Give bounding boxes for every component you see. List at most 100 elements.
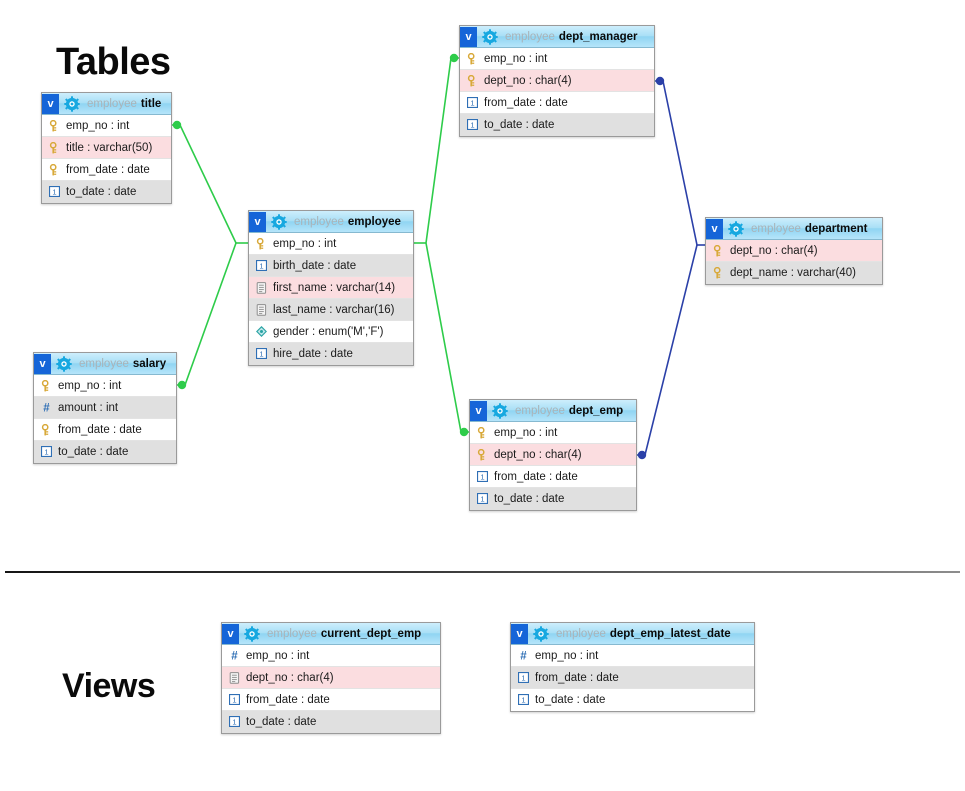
column-row[interactable]: first_name : varchar(14)	[249, 277, 413, 299]
column-label: from_date : date	[484, 96, 568, 109]
column-row[interactable]: dept_name : varchar(40)	[706, 262, 882, 284]
gear-icon	[492, 402, 508, 419]
schema-label: employee	[79, 357, 129, 370]
column-label: dept_name : varchar(40)	[730, 267, 856, 279]
connector-employee-dept_emp	[425, 242, 469, 433]
connector-department-dept_manager	[655, 80, 698, 246]
column-label: hire_date : date	[273, 348, 353, 360]
svg-text:1: 1	[259, 261, 263, 270]
column-row[interactable]: emp_no : int	[34, 375, 176, 397]
key-icon	[49, 163, 60, 176]
connector-department-dept_emp	[637, 244, 698, 456]
column-label: from_date : date	[535, 671, 619, 684]
column-row[interactable]: gender : enum('M','F')	[249, 321, 413, 343]
gear-icon	[533, 625, 549, 642]
entity-name-label: salary	[132, 357, 167, 370]
column-label: emp_no : int	[494, 426, 558, 439]
column-label: emp_no : int	[484, 52, 548, 65]
column-row[interactable]: dept_no : char(4)	[470, 444, 636, 466]
views-section-title: Views	[62, 666, 156, 705]
key-icon	[477, 448, 488, 461]
gear-icon	[244, 625, 260, 642]
column-row[interactable]: emp_no : int	[249, 233, 413, 255]
column-row[interactable]: 1 from_date : date	[511, 667, 754, 689]
column-row[interactable]: #emp_no : int	[511, 645, 754, 667]
column-row[interactable]: title : varchar(50)	[42, 137, 171, 159]
date-icon: 1	[41, 446, 52, 458]
date-icon: 1	[518, 671, 529, 684]
column-row[interactable]: from_date : date	[34, 419, 176, 441]
tables-section-title: Tables	[56, 41, 171, 84]
column-row[interactable]: emp_no : int	[470, 422, 636, 444]
key-icon	[467, 74, 478, 87]
column-row[interactable]: last_name : varchar(16)	[249, 299, 413, 321]
entity-name-label: title	[140, 97, 162, 110]
date-icon: 1	[256, 259, 267, 272]
gear-icon	[482, 28, 498, 45]
column-row[interactable]: #amount : int	[34, 397, 176, 419]
svg-text:#: #	[43, 402, 50, 413]
column-row[interactable]: #emp_no : int	[222, 645, 440, 667]
entity-name-label: employee	[347, 215, 401, 228]
column-row[interactable]: dept_no : char(4)	[222, 667, 440, 689]
key-icon	[49, 119, 60, 132]
schema-label: employee	[294, 215, 344, 228]
gear-icon	[56, 355, 72, 372]
column-label: emp_no : int	[535, 649, 599, 662]
key-icon	[713, 267, 724, 279]
svg-text:#: #	[231, 650, 238, 661]
column-row[interactable]: dept_no : char(4)	[460, 70, 654, 92]
number-icon: #	[41, 402, 52, 413]
text-icon	[256, 303, 267, 316]
connector-employee-title	[172, 124, 237, 244]
key-icon	[477, 426, 488, 439]
enum-icon	[256, 325, 267, 338]
key-icon	[41, 379, 52, 392]
column-label: from_date : date	[58, 423, 142, 436]
key-icon	[256, 237, 267, 250]
column-row[interactable]: emp_no : int	[42, 115, 171, 137]
column-row[interactable]: dept_no : char(4)	[706, 240, 882, 262]
column-label: dept_no : char(4)	[494, 448, 582, 461]
date-icon: 1	[49, 186, 60, 198]
gear-icon	[728, 220, 744, 237]
view-badge-icon: v	[706, 218, 723, 239]
connector-endpoint-dept_manager-dept	[655, 76, 665, 86]
svg-text:1: 1	[232, 695, 236, 704]
column-label: to_date : date	[535, 694, 606, 706]
column-label: first_name : varchar(14)	[273, 281, 396, 294]
column-row[interactable]: emp_no : int	[460, 48, 654, 70]
date-icon: 1	[229, 716, 240, 728]
entity-name-label: dept_emp	[568, 404, 624, 417]
column-label: emp_no : int	[273, 237, 337, 250]
column-row[interactable]: from_date : date	[42, 159, 171, 181]
